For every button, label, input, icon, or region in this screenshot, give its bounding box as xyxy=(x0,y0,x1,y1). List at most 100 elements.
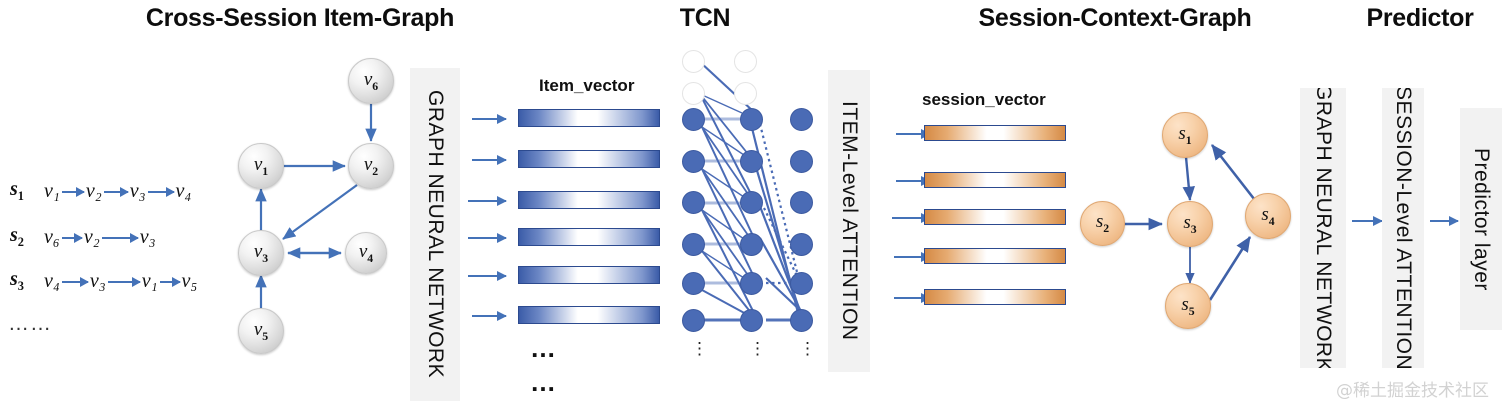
session-vector-bar[interactable] xyxy=(924,248,1066,264)
session-graph-node-label: s4 xyxy=(1261,203,1275,228)
session-graph-node-label: s2 xyxy=(1095,211,1110,235)
session-graph-node-label: s5 xyxy=(1181,293,1195,318)
sequence-item: v₆ xyxy=(44,225,60,248)
tcn-node xyxy=(682,309,705,332)
sequence-item: v₂ xyxy=(85,179,102,202)
sequence-item: v₁ xyxy=(44,179,60,202)
section-title-predictor: Predictor xyxy=(1366,4,1474,32)
item-vector-more-ellipsis: … xyxy=(530,367,559,397)
item-graph-node-v1[interactable]: v1 xyxy=(238,143,284,189)
tcn-node xyxy=(740,233,763,256)
item-graph-node-v4[interactable]: v4 xyxy=(345,232,387,274)
item-graph-node-v5[interactable]: v5 xyxy=(238,308,284,354)
item-graph-node-label: v2 xyxy=(363,153,379,178)
tcn-column-ellipsis: ⋮ xyxy=(799,339,816,358)
session-vector-bar[interactable] xyxy=(924,125,1066,141)
sequence-item: v₃ xyxy=(139,225,156,248)
tcn-node xyxy=(682,272,705,295)
item-graph-node-label: v3 xyxy=(253,240,269,265)
block-label: SESSION-Level ATTENTION xyxy=(1392,88,1415,368)
item-graph-node-label: v5 xyxy=(253,318,269,343)
block-item-level-attention[interactable]: ITEM-Level ATTENTION xyxy=(828,70,870,372)
item-graph-node-v2[interactable]: v2 xyxy=(348,143,394,189)
sequence-item: v₂ xyxy=(83,225,100,248)
session-sequence-label: s3 xyxy=(10,268,24,293)
tcn-node-hollow xyxy=(682,82,705,105)
session-graph-node-label: s1 xyxy=(1178,122,1192,147)
tcn-column-ellipsis: ⋮ xyxy=(691,339,708,358)
session-graph-node-s4[interactable]: s4 xyxy=(1245,193,1291,239)
item-vector-bar[interactable] xyxy=(518,191,660,209)
sequence-arrow-icon xyxy=(103,187,129,197)
session-graph-node-s2[interactable]: s2 xyxy=(1080,201,1125,246)
block-predictor-layer[interactable]: Predictor layer xyxy=(1460,108,1502,330)
tcn-node xyxy=(790,272,813,295)
sequence-arrow-icon xyxy=(107,277,141,287)
item-vector-caption: Item_vector xyxy=(539,76,635,95)
session-graph-node-s1[interactable]: s1 xyxy=(1162,112,1208,158)
item-vector-feed-arrow xyxy=(472,114,507,124)
tcn-node-hollow xyxy=(734,82,757,105)
sequence-item: v₃ xyxy=(89,269,106,292)
block-label: GRAPH NEURAL NETWORK xyxy=(424,90,447,379)
item-vector-feed-arrow xyxy=(468,233,507,243)
tcn-node xyxy=(682,150,705,173)
item-graph-node-label: v6 xyxy=(363,68,379,93)
block-label: GRAPH NEURAL NETWORK xyxy=(1312,88,1335,368)
tcn-node xyxy=(740,150,763,173)
sequence-arrow-icon xyxy=(61,277,89,287)
session-sequence-row: s2 v₆ v₂ v₃ xyxy=(10,224,156,250)
item-graph-node-v6[interactable]: v6 xyxy=(348,58,394,104)
session-sequence-label: s2 xyxy=(10,224,24,249)
block-session-level-attention[interactable]: SESSION-Level ATTENTION xyxy=(1382,88,1424,368)
item-vector-bar[interactable] xyxy=(518,306,660,324)
session-vector-caption: session_vector xyxy=(922,90,1046,109)
sessions-more-ellipsis: …… xyxy=(8,312,52,335)
sequence-item: v₄ xyxy=(175,179,192,202)
session-vector-bar[interactable] xyxy=(924,289,1066,305)
tcn-node xyxy=(790,309,813,332)
section-title-session-context-graph: Session-Context-Graph xyxy=(978,4,1252,32)
item-vector-feed-arrow xyxy=(472,311,507,321)
item-vector-feed-arrow xyxy=(468,196,507,206)
item-vector-bar[interactable] xyxy=(518,266,660,284)
tcn-node xyxy=(682,233,705,256)
section-title-tcn: TCN xyxy=(679,4,731,32)
item-graph-node-label: v1 xyxy=(253,153,269,178)
tcn-node xyxy=(740,108,763,131)
block-label: ITEM-Level ATTENTION xyxy=(838,101,861,341)
session-sequence-row: s3 v₄ v₃ v₁ v₅ xyxy=(10,268,197,294)
sequence-item: v₃ xyxy=(129,179,146,202)
block-graph-neural-network-right[interactable]: GRAPH NEURAL NETWORK xyxy=(1300,88,1346,368)
tcn-node-hollow xyxy=(734,50,757,73)
item-graph-node-v3[interactable]: v3 xyxy=(238,230,284,276)
section-title-cross-session-item-graph: Cross-Session Item-Graph xyxy=(145,4,455,32)
tcn-node xyxy=(790,233,813,256)
tcn-node xyxy=(682,191,705,214)
item-vector-feed-arrow xyxy=(472,155,507,165)
sequence-item: v₄ xyxy=(44,269,60,292)
session-attention-to-predictor-arrow xyxy=(1430,216,1459,226)
block-graph-neural-network-left[interactable]: GRAPH NEURAL NETWORK xyxy=(410,68,460,401)
sequence-arrow-icon xyxy=(101,233,139,243)
session-graph-node-s5[interactable]: s5 xyxy=(1165,283,1211,329)
sequence-item: v₁ xyxy=(141,269,158,292)
sequence-arrow-icon xyxy=(159,277,181,287)
item-vector-bar[interactable] xyxy=(518,150,660,168)
sequence-item: v₅ xyxy=(181,269,198,292)
tcn-node xyxy=(682,108,705,131)
tcn-node xyxy=(740,191,763,214)
item-graph-node-label: v4 xyxy=(358,240,374,265)
tcn-node xyxy=(740,272,763,295)
item-vector-bar[interactable] xyxy=(518,228,660,246)
gnn-to-session-attention-arrow xyxy=(1352,216,1383,226)
item-vector-bar[interactable] xyxy=(518,109,660,127)
session-vector-bar[interactable] xyxy=(924,172,1066,188)
tcn-node xyxy=(740,309,763,332)
tcn-connections xyxy=(699,61,804,322)
session-vector-bar[interactable] xyxy=(924,209,1066,225)
session-graph-node-label: s3 xyxy=(1183,211,1197,236)
session-sequence-row: s1 v₁ v₂ v₃ v₄ xyxy=(10,178,191,204)
session-graph-node-s3[interactable]: s3 xyxy=(1167,201,1213,247)
